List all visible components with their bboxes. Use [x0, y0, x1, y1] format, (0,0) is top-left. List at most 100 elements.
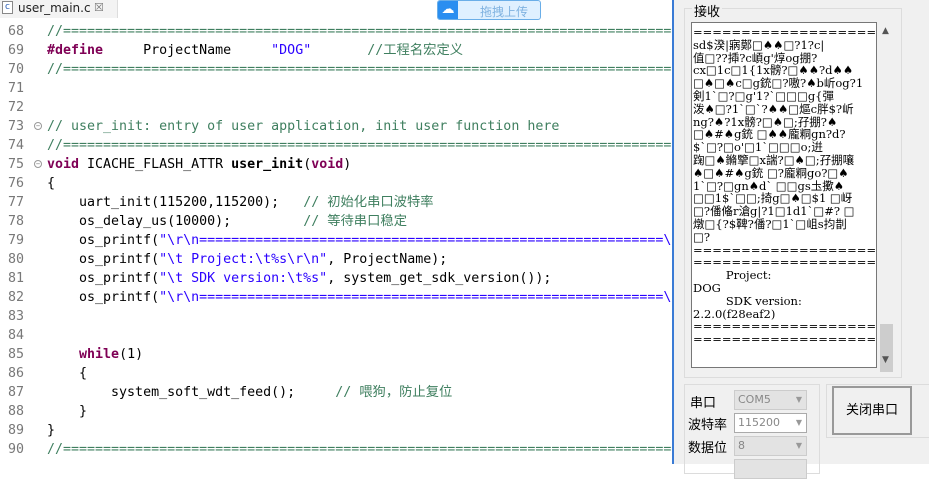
code-token: os_printf(: [47, 252, 160, 267]
code-line[interactable]: 82 os_printf("\r\n======================…: [0, 288, 672, 307]
code-line[interactable]: 77 uart_init(115200,115200); // 初始化串口波特率: [0, 193, 672, 212]
line-number: 69: [8, 43, 25, 58]
code-line[interactable]: 68 //====================================…: [0, 22, 672, 41]
line-number: 68: [8, 24, 25, 39]
code-line[interactable]: 86 {: [0, 364, 672, 383]
cloud-icon: ☁: [438, 1, 458, 19]
databits-label: 数据位: [688, 441, 728, 456]
code-token: , ProjectName);: [327, 252, 448, 267]
code-text: }: [47, 421, 55, 440]
code-token: os_printf(: [47, 271, 160, 286]
code-token: ): [343, 157, 352, 172]
code-token: os_printf(: [47, 290, 160, 305]
chevron-down-icon: ▼: [795, 441, 802, 450]
port-select[interactable]: COM5▼: [734, 390, 807, 410]
code-text: os_delay_us(10000); // 等待串口稳定: [47, 212, 407, 231]
code-text: {: [47, 364, 87, 383]
code-token: #define: [47, 43, 104, 58]
code-text: os_printf("\r\n=========================…: [47, 231, 672, 250]
tab-user-main[interactable]: c user_main.c ☒: [0, 0, 118, 18]
code-line[interactable]: 69#define ProjectName "DOG" //工程名宏定义: [0, 41, 672, 60]
code-token: "\t Project:\t%s\r\n": [159, 252, 328, 267]
code-token: }: [47, 423, 56, 438]
code-text: //======================================…: [47, 60, 672, 79]
receive-label: 接收: [692, 1, 723, 20]
code-text: //======================================…: [47, 136, 672, 155]
code-token: {: [47, 176, 56, 191]
code-text: {: [47, 174, 55, 193]
databits-select[interactable]: 8▼: [734, 436, 807, 456]
code-line[interactable]: 88 }: [0, 402, 672, 421]
code-token: (: [303, 157, 312, 172]
code-token: // 等待串口稳定: [303, 214, 407, 229]
line-number: 70: [8, 62, 25, 77]
scroll-down-icon[interactable]: ▼: [882, 355, 889, 365]
code-line[interactable]: 75−void ICACHE_FLASH_ATTR user_init(void…: [0, 155, 672, 174]
scrollbar-thumb[interactable]: [880, 324, 893, 372]
code-token: //======================================…: [47, 24, 672, 39]
code-token: //======================================…: [47, 442, 672, 457]
code-line[interactable]: 89}: [0, 421, 672, 440]
code-token: [311, 43, 367, 58]
code-line[interactable]: 83: [0, 307, 672, 326]
receive-scrollbar[interactable]: ▲ ▼: [877, 22, 895, 372]
code-line[interactable]: 78 os_delay_us(10000); // 等待串口稳定: [0, 212, 672, 231]
line-number: 87: [8, 385, 25, 400]
receive-textarea[interactable]: ======================= sd$湀|寎鄚□♠♠□?1?c|…: [691, 22, 877, 368]
fold-toggle-icon[interactable]: −: [34, 160, 42, 168]
code-text: os_printf("\t Project:\t%s\r\n", Project…: [47, 250, 447, 269]
line-number: 89: [8, 423, 25, 438]
code-line[interactable]: 81 os_printf("\t SDK version:\t%s", syst…: [0, 269, 672, 288]
code-token: os_delay_us(10000);: [47, 214, 304, 229]
code-line[interactable]: 73 −// user_init: entry of user applicati…: [0, 117, 672, 136]
tab-label: user_main.c: [18, 1, 91, 15]
code-line[interactable]: 79 os_printf("\r\n======================…: [0, 231, 672, 250]
code-line[interactable]: 87 system_soft_wdt_feed(); // 喂狗，防止复位: [0, 383, 672, 402]
chevron-down-icon: ▼: [795, 418, 802, 427]
line-number: 84: [8, 328, 25, 343]
code-text: //======================================…: [47, 440, 672, 459]
code-token: ICACHE_FLASH_ATTR: [79, 157, 232, 172]
code-line[interactable]: 74 //====================================…: [0, 136, 672, 155]
code-line[interactable]: 72: [0, 98, 672, 117]
code-line[interactable]: 80 os_printf("\t Project:\t%s\r\n", Proj…: [0, 250, 672, 269]
code-token: "\t SDK version:\t%s": [159, 271, 328, 286]
line-number: 77: [8, 195, 25, 210]
line-number: 82: [8, 290, 25, 305]
databits-value: 8: [738, 439, 745, 452]
fold-toggle-icon[interactable]: −: [34, 122, 42, 130]
code-text: // user_init: entry of user application,…: [47, 117, 559, 136]
code-token: [47, 347, 79, 362]
code-token: (1): [119, 347, 144, 362]
code-line[interactable]: 70 //====================================…: [0, 60, 672, 79]
code-line[interactable]: 85 while(1): [0, 345, 672, 364]
code-token: void: [47, 157, 80, 172]
close-port-button[interactable]: 关闭串口: [832, 386, 912, 435]
code-token: //======================================…: [47, 138, 672, 153]
line-number: 76: [8, 176, 25, 191]
code-token: // 喂狗，防止复位: [335, 385, 453, 400]
parity-select[interactable]: [734, 459, 807, 479]
code-token: // user_init: entry of user application,…: [47, 119, 560, 134]
drag-upload-button[interactable]: ☁ 拖拽上传: [437, 0, 541, 20]
code-line[interactable]: 71: [0, 79, 672, 98]
baud-select[interactable]: 115200 ▼: [734, 413, 807, 433]
code-editor[interactable]: 68 //====================================…: [0, 18, 672, 464]
baud-value: 115200: [738, 416, 780, 429]
code-token: "\r\n===================================…: [159, 290, 672, 305]
line-number: 80: [8, 252, 25, 267]
upload-label: 拖拽上传: [480, 5, 529, 19]
port-label: 串口: [690, 396, 717, 411]
line-number: 74: [8, 138, 25, 153]
code-text: //======================================…: [47, 22, 672, 41]
code-text: system_soft_wdt_feed(); // 喂狗，防止复位: [47, 383, 452, 402]
code-line[interactable]: 76 {: [0, 174, 672, 193]
code-token: uart_init(115200,115200);: [47, 195, 304, 210]
code-token: while: [79, 347, 120, 362]
code-text: uart_init(115200,115200); // 初始化串口波特率: [47, 193, 434, 212]
code-line[interactable]: 90//====================================…: [0, 440, 672, 459]
scroll-up-icon[interactable]: ▲: [882, 26, 889, 36]
close-tab-icon[interactable]: ☒: [94, 1, 104, 14]
code-line[interactable]: 84: [0, 326, 672, 345]
line-number: 73: [8, 119, 25, 134]
